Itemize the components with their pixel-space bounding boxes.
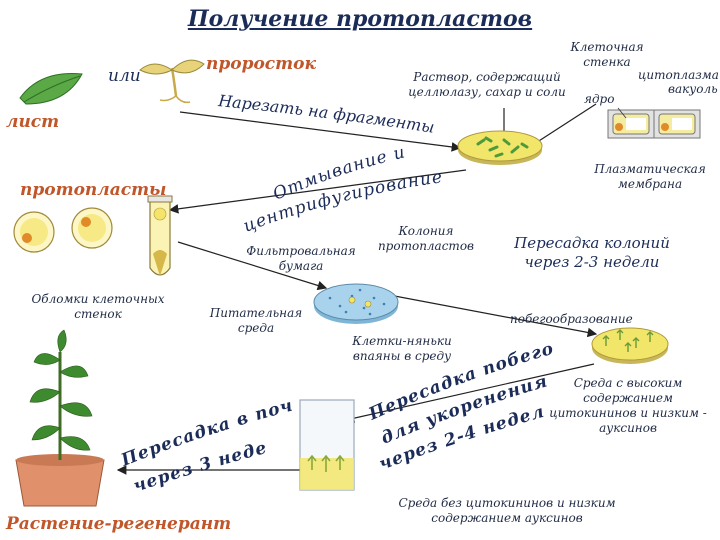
enzyme-dish bbox=[457, 130, 543, 165]
protoplasts-label: протопласты bbox=[20, 180, 167, 200]
shoot-formation-dish bbox=[591, 327, 669, 364]
cell-wall-debris-label: Обломки клеточных стенок bbox=[31, 292, 165, 321]
rooting-medium-label: Среда без цитокининов и низким содержани… bbox=[398, 496, 616, 525]
leaf-label: лист bbox=[6, 112, 60, 132]
plant-cell-diagram bbox=[607, 107, 701, 139]
cut-instruction: Нарезать на фрагменты bbox=[217, 91, 436, 137]
nutrient-medium-label: Питательная среда bbox=[209, 306, 303, 335]
colony-transfer-label: Пересадка колоний через 2-3 недели bbox=[514, 234, 670, 271]
plasma-membrane-label: Плазматическая мембрана bbox=[594, 162, 706, 191]
cytoplasm-label: цитоплазма bbox=[638, 68, 719, 82]
seedling-label: проросток bbox=[206, 54, 316, 74]
seedling-icon bbox=[139, 59, 205, 104]
vacuole-label: вакуоль bbox=[668, 82, 718, 96]
filter-paper-label: Фильтровальная бумага bbox=[246, 244, 356, 273]
protoplast-culture-dish bbox=[313, 283, 399, 324]
or-label: или bbox=[108, 66, 141, 86]
rooting-jar bbox=[299, 399, 355, 491]
protoplast-cells bbox=[13, 207, 113, 253]
nucleus-label: ядро bbox=[584, 92, 615, 106]
shoot-formation-label: побегообразование bbox=[510, 312, 633, 326]
nurse-cells-label: Клетки-няньки впаяны в среду bbox=[352, 334, 452, 363]
page-title: Получение протопластов bbox=[187, 6, 533, 32]
colony-label: Колония протопластов bbox=[377, 224, 475, 253]
leaf-icon bbox=[19, 73, 83, 105]
cell-wall-label: Клеточная стенка bbox=[570, 40, 644, 69]
high-cytokinin-medium-label: Среда с высоким содержанием цитокининов … bbox=[549, 376, 707, 435]
enzyme-solution-label: Раствор, содержащий целлюлазу, сахар и с… bbox=[408, 70, 566, 99]
potted-plant-icon bbox=[15, 329, 105, 507]
centrifuge-tube bbox=[147, 195, 173, 276]
regenerant-plant-label: Растение-регенерант bbox=[6, 514, 232, 534]
